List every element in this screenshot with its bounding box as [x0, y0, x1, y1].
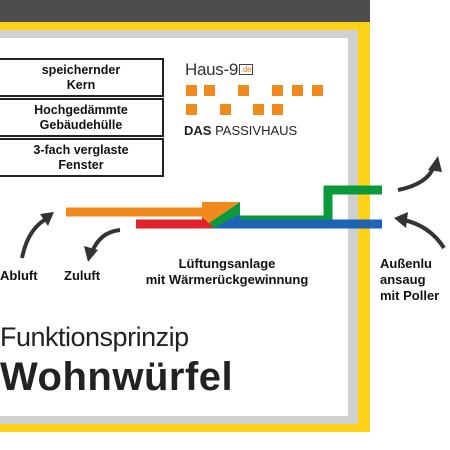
zuluft-arrowhead-icon	[84, 246, 98, 262]
label-core: speichernder Kern	[0, 58, 164, 97]
logo-tld: .de	[239, 64, 254, 75]
intake-arrow-icon	[403, 218, 446, 250]
label-insulation: Hochgedämmte Gebäudehülle	[0, 98, 164, 137]
curved-arrow-icons	[20, 156, 446, 262]
caption-outside-air: Außenlu ansaug mit Poller	[380, 256, 440, 303]
ventilation-ducts	[66, 185, 382, 229]
label-windows: 3-fach verglaste Fenster	[0, 138, 164, 177]
abluft-arrow-icon	[20, 216, 49, 259]
logo-title: Haus-9.de	[185, 60, 254, 80]
logo-name: Haus-9	[185, 60, 239, 79]
caption-abluft: Abluft	[0, 268, 38, 283]
logo-subtitle-rest: PASSIVHAUS	[211, 123, 298, 138]
title-line-1: Funktionsprinzip	[0, 322, 189, 352]
caption-zuluft: Zuluft	[64, 268, 101, 283]
title-line-2: Wohnwürfel	[0, 355, 234, 399]
heat-exchanger-icon	[202, 202, 240, 228]
logo-subtitle: DAS PASSIVHAUS	[184, 123, 297, 138]
caption-ventilation: Lüftungsanlage mit Wärmerückgewinnung	[145, 256, 309, 287]
logo-subtitle-bold: DAS	[184, 123, 212, 138]
abluft-arrowhead-icon	[40, 212, 54, 226]
top-dark-bar	[0, 0, 370, 22]
logo-checker-icon	[186, 85, 323, 115]
exhaust-out-arrowhead-icon	[428, 156, 442, 172]
zuluft-arrow-icon	[90, 228, 121, 253]
intake-arrowhead-icon	[394, 212, 408, 228]
